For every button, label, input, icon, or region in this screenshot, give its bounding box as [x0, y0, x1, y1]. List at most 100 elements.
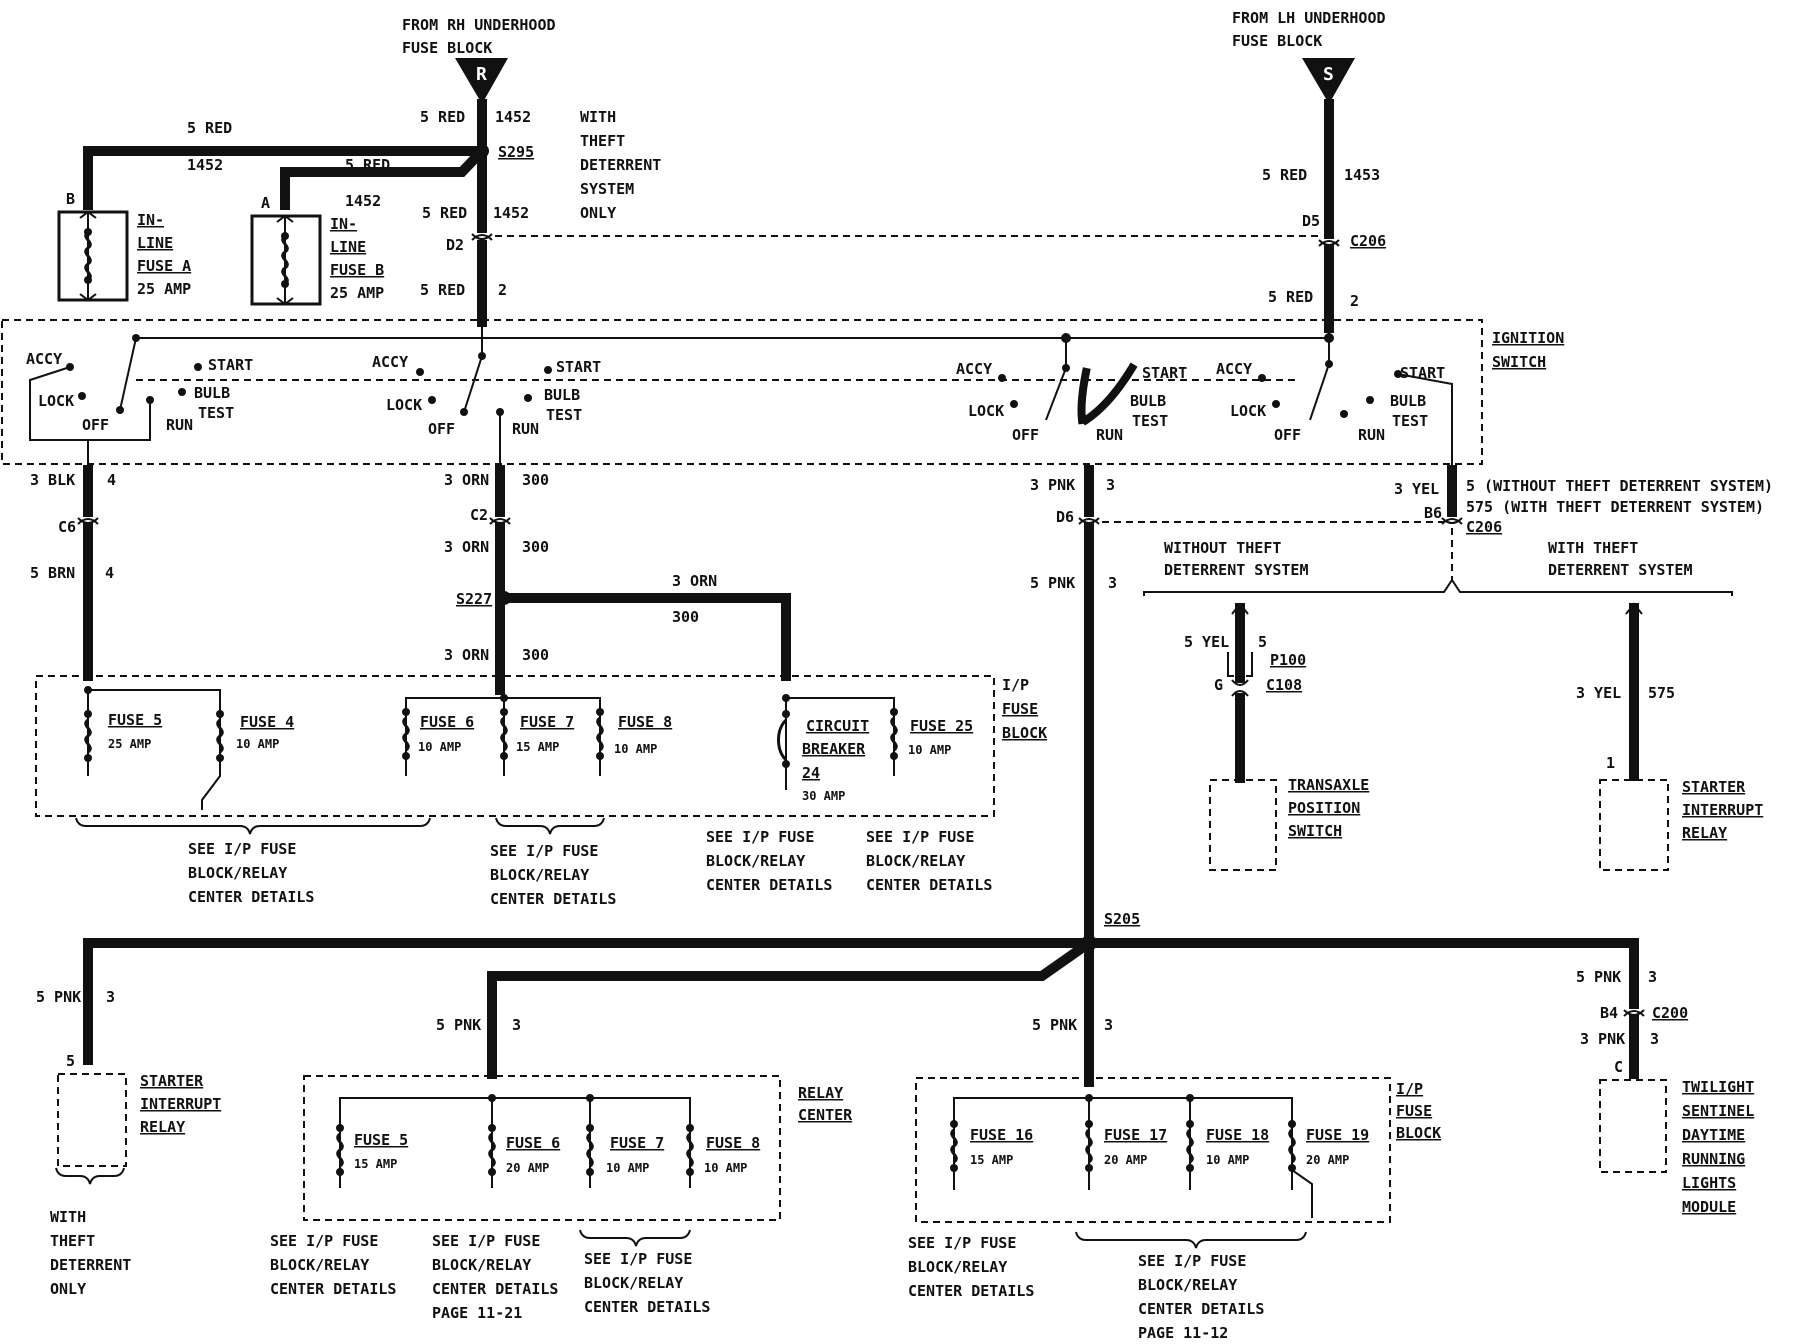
see-details-text: SEE I/P FUSE: [188, 840, 296, 858]
switch-run-label: RUN: [1358, 426, 1385, 444]
label-300: 300: [522, 538, 549, 556]
wire-twilight: [1084, 938, 1639, 1079]
brace-icon: [1075, 1231, 1307, 1249]
label-300: 300: [672, 608, 699, 626]
fuse-name: FUSE 7: [520, 713, 574, 731]
wire-300-breaker: [495, 593, 791, 681]
ignition-switch-label: IGNITION: [1492, 329, 1564, 347]
source-triangle-s-icon: [1302, 58, 1355, 104]
theft-note-line: WITH: [580, 108, 616, 126]
inline-fuse-a-text: IN-: [137, 211, 164, 229]
splice-s227-dot: [497, 591, 511, 605]
connector-d6-icon: [1078, 517, 1100, 525]
label-1452: 1452: [187, 156, 223, 174]
label-1452: 1452: [495, 108, 531, 126]
label-2: 2: [1350, 292, 1359, 310]
connector-d5-icon: [1318, 240, 1340, 247]
wire-relay-center: [487, 936, 1096, 1079]
starter-relay-label: RELAY: [140, 1118, 185, 1136]
label-3-orn: 3 ORN: [444, 471, 489, 489]
with-theft-only-text: DETERRENT: [50, 1256, 131, 1274]
splice-s295-dot: [475, 144, 489, 158]
connector-bracket: [1227, 652, 1253, 677]
switch-off-label: OFF: [428, 420, 455, 438]
label-1453: 1453: [1344, 166, 1380, 184]
label-300: 300: [522, 471, 549, 489]
see-details-text: SEE I/P FUSE: [866, 828, 974, 846]
fuse-name: FUSE 8: [618, 713, 672, 731]
ip-block-label: FUSE: [1002, 700, 1038, 718]
see-details-text: SEE I/P FUSE: [1138, 1252, 1246, 1270]
label-3-orn: 3 ORN: [444, 646, 489, 664]
inline-fuse-a-text: FUSE A: [137, 257, 191, 275]
see-details-text: CENTER DETAILS: [706, 876, 832, 894]
without-theft-label: DETERRENT SYSTEM: [1164, 561, 1309, 579]
see-details-text: BLOCK/RELAY: [706, 852, 805, 870]
twilight-label: DAYTIME: [1682, 1126, 1745, 1144]
transaxle-label: SWITCH: [1288, 822, 1342, 840]
switch-bulb-label: BULB: [1390, 392, 1426, 410]
label-d2: D2: [446, 236, 464, 254]
relay-center: RELAY CENTER FUSE 5 15 AMP FUSE 6 20 AMP…: [270, 1075, 853, 1322]
see-details-text: BLOCK/RELAY: [1138, 1276, 1237, 1294]
see-details-text: CENTER DETAILS: [188, 888, 314, 906]
starter-relay-label: STARTER: [1682, 778, 1746, 796]
see-details-text: CENTER DETAILS: [432, 1280, 558, 1298]
connector-c200-icon: [1623, 1009, 1645, 1017]
label-3: 3: [106, 988, 115, 1006]
see-details-text: SEE I/P FUSE: [584, 1250, 692, 1268]
label-c200: C200: [1652, 1004, 1688, 1022]
label-2: 2: [498, 281, 507, 299]
connector-p100-icon: [1231, 679, 1249, 697]
label-pin-c: C: [1614, 1058, 1623, 1076]
label-5-pnk: 5 PNK: [1032, 1016, 1077, 1034]
fuse-amp: 15 AMP: [354, 1157, 397, 1171]
fuse-amp: 25 AMP: [108, 737, 151, 751]
brace-icon: [55, 1167, 125, 1185]
relay-center-label: CENTER: [798, 1106, 853, 1124]
theft-note-line: ONLY: [580, 204, 616, 222]
label-3-blk: 3 BLK: [30, 471, 75, 489]
theft-note-line: DETERRENT: [580, 156, 661, 174]
ip-block-label: BLOCK: [1396, 1124, 1441, 1142]
ip-block-label: FUSE: [1396, 1102, 1432, 1120]
ip-block-label: BLOCK: [1002, 724, 1047, 742]
circuit-breaker-icon: [777, 718, 788, 762]
label-5-yel: 5 YEL: [1184, 633, 1229, 651]
fuse-element-icon: [1288, 1128, 1296, 1164]
switch-bulb-label: BULB: [194, 384, 230, 402]
label-3-yel: 3 YEL: [1576, 684, 1621, 702]
label-5-pnk: 5 PNK: [1576, 968, 1621, 986]
source-rh-line1: FROM RH UNDERHOOD: [402, 16, 556, 34]
starter-relay-label: INTERRUPT: [140, 1095, 221, 1113]
fuse-element-icon: [281, 234, 289, 286]
label-5-brn: 5 BRN: [30, 564, 75, 582]
see-details-text: BLOCK/RELAY: [270, 1256, 369, 1274]
switch-test-label: TEST: [1132, 412, 1168, 430]
pin-a: A: [261, 194, 270, 212]
label-5-red: 5 RED: [420, 281, 465, 299]
fuse-name: FUSE 6: [506, 1134, 560, 1152]
without-theft-label: WITHOUT THEFT: [1164, 539, 1281, 557]
with-theft-only-text: WITH: [50, 1208, 86, 1226]
source-lh-line2: FUSE BLOCK: [1232, 32, 1322, 50]
ip-block-lower-bus: [953, 1097, 1313, 1218]
brace-icon: [75, 817, 431, 835]
fuse-amp: 15 AMP: [970, 1153, 1013, 1167]
fuse-amp: 10 AMP: [1206, 1153, 1249, 1167]
label-5-red: 5 RED: [1262, 166, 1307, 184]
switch-run-label: RUN: [166, 416, 193, 434]
switch-accy-label: ACCY: [372, 353, 408, 371]
label-3-pnk: 3 PNK: [1030, 476, 1075, 494]
switch-run-label: RUN: [1096, 426, 1123, 444]
see-details-text: BLOCK/RELAY: [490, 866, 589, 884]
label-3: 3: [1648, 968, 1657, 986]
label-5-red: 5 RED: [422, 204, 467, 222]
switch-accy-label: ACCY: [26, 350, 62, 368]
fuse-element-icon: [216, 718, 224, 754]
ip-block-label: I/P: [1002, 676, 1029, 694]
switch-bulb-label: BULB: [544, 386, 580, 404]
label-3: 3: [1650, 1030, 1659, 1048]
see-details-text: SEE I/P FUSE: [706, 828, 814, 846]
